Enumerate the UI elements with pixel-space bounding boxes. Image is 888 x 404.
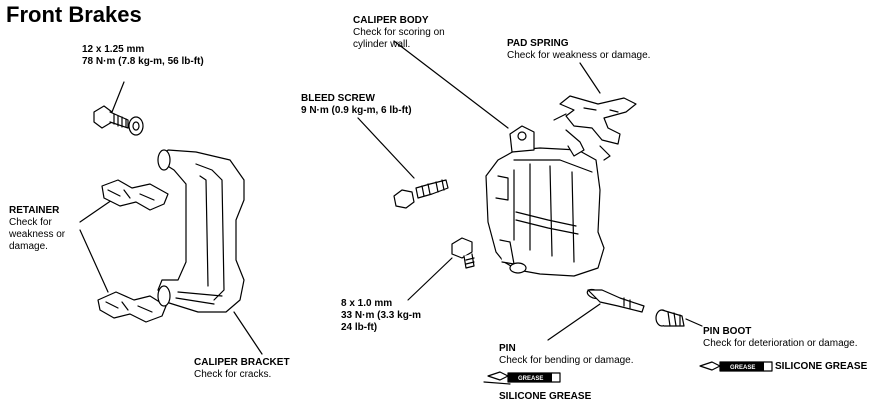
caliper-bracket-label: CALIPER BRACKET Check for cracks. — [194, 357, 290, 381]
grease-tag-left: GREASE — [518, 376, 543, 382]
page-title: Front Brakes — [6, 2, 142, 27]
silicone-grease-left-name: SILICONE GREASE — [499, 391, 592, 402]
caliper-body-note-1: Check for scoring on — [353, 27, 445, 38]
pad-spring-shape — [553, 95, 637, 161]
pin-note: Check for bending or damage. — [499, 355, 634, 366]
pad-spring-note: Check for weakness or damage. — [507, 50, 651, 61]
leader-retainer-top — [79, 199, 113, 223]
bolt-torque: 78 N·m (7.8 kg-m, 56 lb-ft) — [82, 56, 204, 67]
retainer-bottom-shape — [97, 291, 167, 323]
pin-label: PIN Check for bending or damage. — [499, 343, 634, 367]
leader-pad-spring — [579, 62, 601, 94]
leader-bleed-screw — [357, 117, 415, 179]
leader-caliper-bracket — [233, 311, 263, 355]
leader-bolt — [111, 81, 125, 113]
grease-tag-right: GREASE — [730, 365, 755, 371]
leader-pin — [547, 303, 601, 341]
silicone-grease-left-label: SILICONE GREASE — [499, 391, 591, 403]
grease-tube-right — [699, 361, 773, 372]
pin-boot-name: PIN BOOT — [703, 326, 752, 337]
caliper-bracket-note: Check for cracks. — [194, 369, 272, 380]
pin-bolt-spec-label: 8 x 1.0 mm 33 N·m (3.3 kg-m 24 lb-ft) — [341, 298, 421, 334]
caliper-body-label: CALIPER BODY Check for scoring on cylind… — [353, 15, 445, 51]
pin-bolt-shape — [451, 237, 475, 269]
retainer-top-shape — [101, 179, 169, 211]
pin-boot-shape — [655, 309, 685, 327]
silicone-grease-right-name: SILICONE GREASE — [775, 361, 868, 372]
bleed-screw-label: BLEED SCREW 9 N·m (0.9 kg-m, 6 lb-ft) — [301, 93, 412, 117]
retainer-label: RETAINER Check for weakness or damage. — [9, 205, 65, 253]
grease-tube-left — [483, 371, 561, 385]
pin-bolt-torque-2: 24 lb-ft) — [341, 322, 378, 333]
leader-pin-bolt — [407, 257, 453, 301]
leader-caliper-body — [393, 40, 509, 129]
bleed-screw-torque: 9 N·m (0.9 kg-m, 6 lb-ft) — [301, 105, 412, 116]
caliper-body-name: CALIPER BODY — [353, 15, 429, 26]
pad-spring-label: PAD SPRING Check for weakness or damage. — [507, 38, 650, 62]
bleed-screw-shape — [393, 179, 449, 209]
silicone-grease-right-label: SILICONE GREASE — [775, 361, 867, 373]
pin-boot-label: PIN BOOT Check for deterioration or dama… — [703, 326, 858, 350]
pin-boot-note: Check for deterioration or damage. — [703, 338, 858, 349]
caliper-body-note-2: cylinder wall. — [353, 39, 411, 50]
bolt-spec-label: 12 x 1.25 mm 78 N·m (7.8 kg-m, 56 lb-ft) — [82, 44, 204, 68]
bleed-screw-name: BLEED SCREW — [301, 93, 375, 104]
leader-retainer-bottom — [79, 229, 109, 293]
retainer-note-3: damage. — [9, 241, 48, 252]
leader-pin-boot — [685, 318, 703, 327]
mounting-bolt — [93, 105, 144, 136]
pin-bolt-torque-1: 33 N·m (3.3 kg-m — [341, 310, 422, 321]
caliper-bracket-shape — [157, 149, 245, 313]
caliper-body-shape — [485, 125, 605, 277]
retainer-note-2: weakness or — [9, 229, 66, 240]
pin-bolt-size: 8 x 1.0 mm — [341, 298, 393, 309]
pin-name: PIN — [499, 343, 516, 354]
pad-spring-name: PAD SPRING — [507, 38, 569, 49]
retainer-name: RETAINER — [9, 205, 60, 216]
bolt-size: 12 x 1.25 mm — [82, 44, 145, 55]
caliper-bracket-name: CALIPER BRACKET — [194, 357, 290, 368]
pin-shape — [586, 288, 645, 313]
retainer-note-1: Check for — [9, 217, 52, 228]
